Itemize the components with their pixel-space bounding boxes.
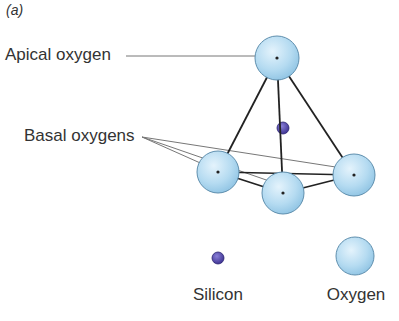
legend-label: Oxygen	[327, 286, 386, 305]
atom-centers	[216, 56, 355, 194]
legend-label: Silicon	[193, 286, 243, 305]
panel-label: (a)	[6, 3, 23, 18]
silicon-symbol	[212, 252, 224, 264]
part-label: Basal oxygens	[24, 127, 135, 146]
part-label: Apical oxygen	[5, 46, 111, 65]
oxygen-atoms	[197, 36, 375, 214]
oxygen-symbol	[336, 237, 374, 275]
silicon-atom	[277, 122, 289, 134]
